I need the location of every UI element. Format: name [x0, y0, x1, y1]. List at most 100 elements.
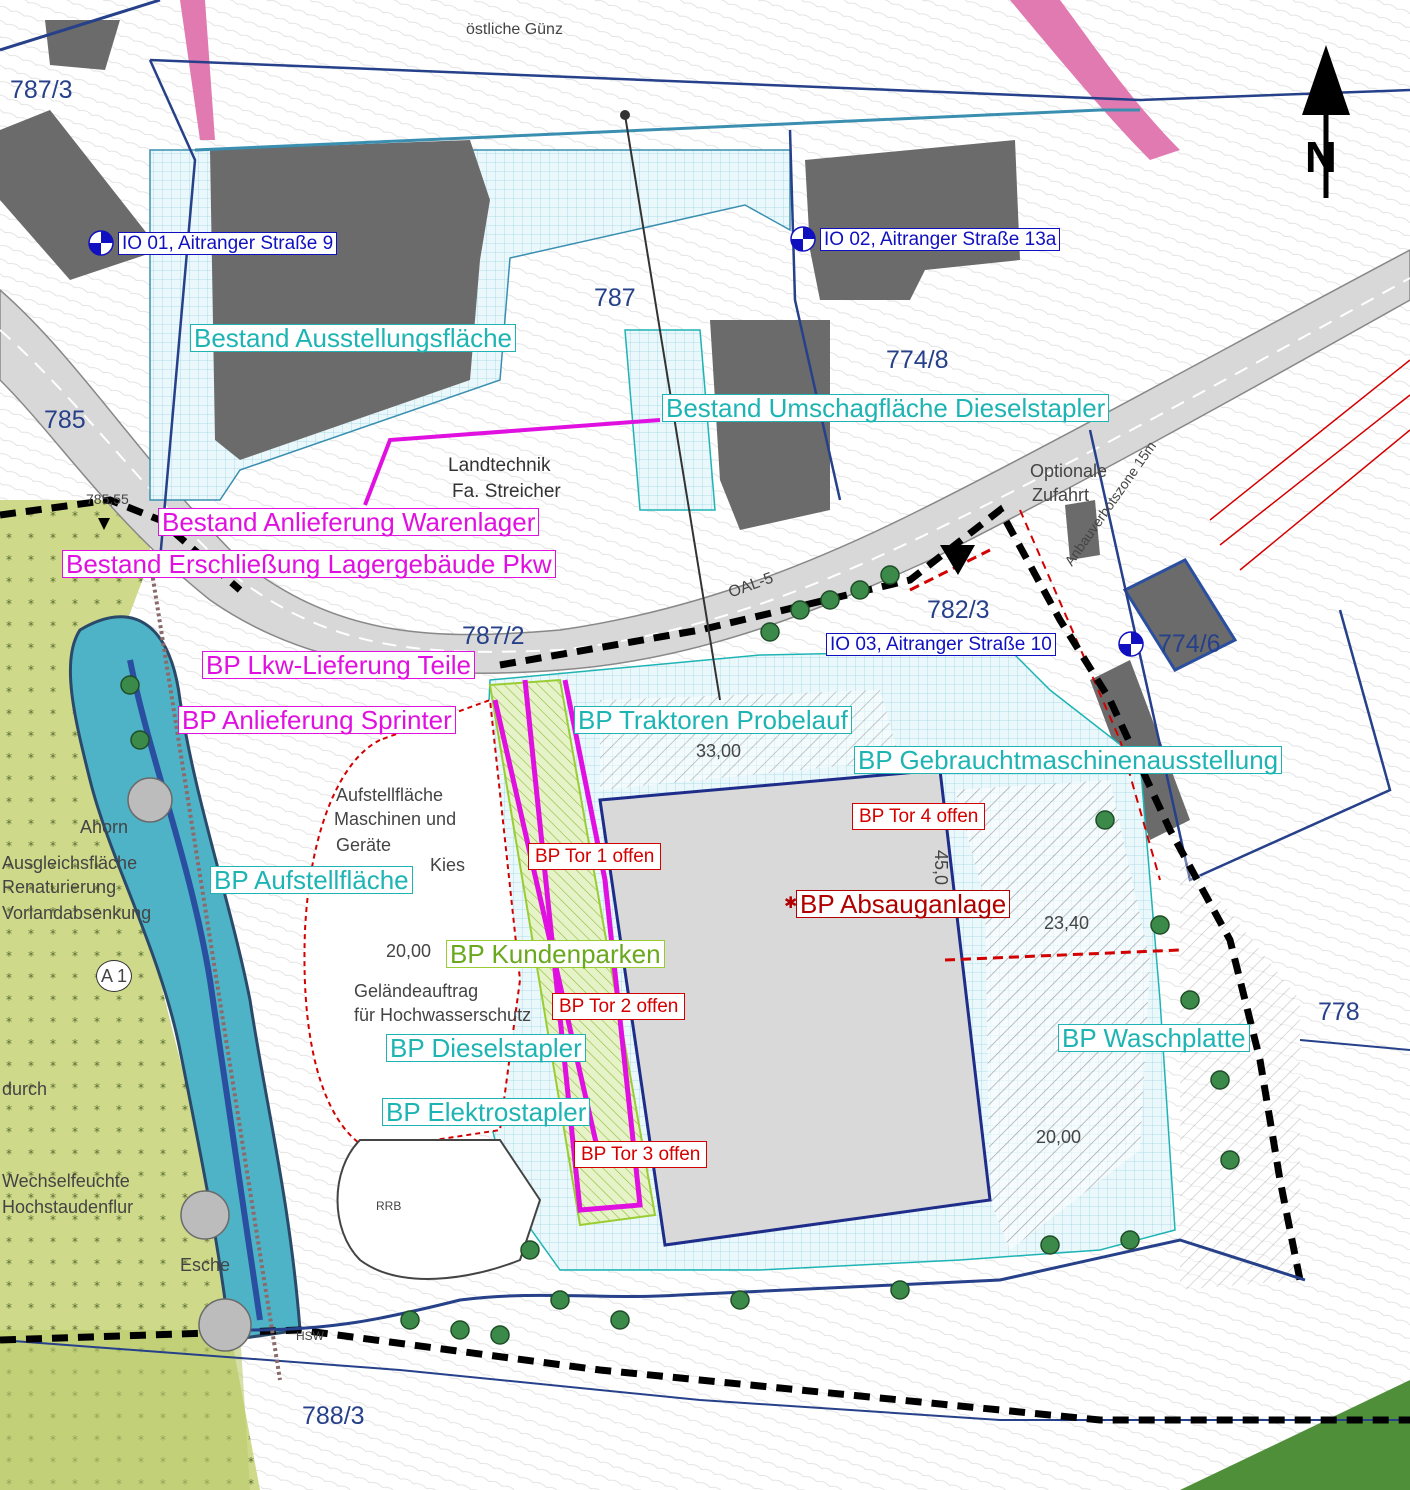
landtechnik-line1: Landtechnik — [448, 455, 551, 476]
parcel-785: 785 — [44, 406, 86, 434]
label-bp-traktoren: BP Traktoren Probelauf — [574, 706, 852, 734]
plot-boundary — [0, 0, 161, 52]
rail-lines — [1209, 359, 1410, 571]
existing-trees — [127, 777, 252, 1352]
landtechnik-line2: Fa. Streicher — [452, 481, 561, 502]
tree-ahorn: Ahorn — [80, 817, 129, 837]
parcel-787-3: 787/3 — [10, 76, 73, 104]
parcel-774-8: 774/8 — [886, 346, 949, 374]
survey-point — [620, 110, 630, 120]
bottom-forest — [1180, 1380, 1410, 1490]
meadow-lower — [0, 1330, 250, 1490]
receiver-io01-icon[interactable] — [88, 230, 114, 256]
building — [710, 320, 830, 530]
north-letter: N — [1305, 133, 1337, 182]
label-bp-dieselstapler: BP Dieselstapler — [386, 1034, 586, 1062]
label-bestand-erschliessung: Bestand Erschließung Lagergebäude Pkw — [62, 550, 556, 578]
plot-boundary-light — [194, 108, 1140, 152]
building — [45, 20, 120, 70]
label-bp-gebrauchtmaschinen: BP Gebrauchtmaschinenausstellung — [854, 746, 1283, 774]
optionale-line2: Zufahrt — [1032, 485, 1090, 505]
north-arrow[interactable] — [1302, 45, 1350, 198]
aufstell-line1: Aufstellfläche — [336, 785, 444, 805]
pink-road-left — [180, 0, 215, 140]
parcel-778: 778 — [1318, 998, 1360, 1026]
marker-a1: A 1 — [96, 960, 133, 992]
site-boundary-dashed — [499, 504, 1304, 1281]
label-bp-aufstellflaeche: BP Aufstellfläche — [210, 866, 413, 894]
plot-boundary — [0, 1339, 1410, 1421]
slope-hatching-east — [1180, 850, 1300, 1290]
plot-boundary — [148, 59, 197, 561]
retention-basin — [336, 1139, 542, 1280]
plot-boundary-south — [249, 1238, 1306, 1332]
absauganlage-point-icon: ✱ — [784, 895, 798, 912]
height-20-00-b: 20,00 — [1036, 1127, 1082, 1147]
wechsel-line2: Hochstaudenflur — [2, 1197, 134, 1217]
building-774-6 — [1122, 558, 1238, 672]
route-sprinter — [492, 699, 603, 1161]
plot-boundary — [1088, 429, 1392, 882]
label-bp-tor4: BP Tor 4 offen — [852, 803, 986, 830]
label-bestand-umschlagflaeche: Bestand Umschagfläche Dieselstapler — [662, 394, 1110, 422]
building — [1065, 500, 1100, 560]
label-bp-tor2: BP Tor 2 offen — [552, 993, 686, 1020]
building-landtechnik — [210, 140, 490, 460]
aufstell-line2: Maschinen und — [334, 809, 457, 829]
parcel-787: 787 — [594, 284, 636, 312]
height-23-40: 23,40 — [1044, 913, 1090, 933]
plot-boundary — [788, 129, 842, 501]
label-bp-tor3: BP Tor 3 offen — [574, 1141, 708, 1168]
durch-label: durch — [2, 1079, 48, 1099]
parcel-782-3: 782/3 — [927, 596, 990, 624]
label-bp-lkw: BP Lkw-Lieferung Teile — [202, 651, 475, 679]
label-bp-sprinter: BP Anlieferung Sprinter — [178, 706, 456, 734]
height-20-00-a: 20,00 — [386, 941, 432, 961]
receiver-io01-label: IO 01, Aitranger Straße 9 — [118, 232, 338, 255]
hsw-label: HSW — [296, 1329, 324, 1343]
red-dashed-line — [944, 948, 1181, 962]
parcel-774-6: 774/6 — [1158, 630, 1221, 658]
ausgleich-line2: Renaturierung — [2, 877, 117, 897]
meadow-area — [0, 500, 260, 1490]
gelaende-line2: für Hochwasserschutz — [354, 1005, 532, 1025]
tree-row — [120, 565, 1240, 1345]
receiver-io02-icon[interactable] — [790, 226, 816, 252]
aufstell-line3: Geräte — [336, 835, 392, 855]
creek-channel — [127, 659, 263, 1321]
plot-boundary — [1299, 1039, 1410, 1051]
label-bp-tor1: BP Tor 1 offen — [528, 843, 662, 870]
label-bp-kundenparken: BP Kundenparken — [446, 940, 665, 968]
receiver-io03-label: IO 03, Aitranger Straße 10 — [826, 633, 1056, 656]
pink-road — [1010, 0, 1180, 160]
planned-hall — [598, 768, 992, 1247]
height-45-0: 45,0 — [931, 850, 951, 886]
parcel-787-2: 787/2 — [462, 622, 525, 650]
label-bp-elektrostapler: BP Elektrostapler — [382, 1098, 591, 1126]
label-bestand-ausstellungsflaeche: Bestand Ausstellungsfläche — [190, 324, 516, 352]
wechsel-line1: Wechselfeuchte — [2, 1171, 130, 1191]
building — [805, 140, 1020, 300]
optionale-line1: Optionale — [1030, 461, 1108, 481]
ausgleich-line1: Ausgleichsfläche — [2, 853, 138, 873]
height-785-55: 785,55 — [86, 491, 129, 507]
ausgleich-line3: Vorlandabsenkung — [2, 903, 152, 923]
kies-label: Kies — [430, 855, 466, 875]
parcel-788-3: 788/3 — [302, 1402, 365, 1430]
receiver-io03-icon[interactable] — [1118, 631, 1144, 657]
gelaende-line1: Geländeauftrag — [354, 981, 479, 1001]
site-boundary-dashed-south — [0, 1326, 1410, 1424]
pipeline — [148, 559, 282, 1381]
route-lkw — [522, 679, 643, 1213]
receiver-io02-label: IO 02, Aitranger Straße 13a — [820, 228, 1061, 251]
access-marker — [98, 518, 110, 530]
rrb-label: RRB — [376, 1199, 402, 1213]
tree-esche: Esche — [180, 1255, 231, 1275]
access-marker — [940, 545, 975, 575]
label-bp-absauganlage: BP Absauganlage — [796, 890, 1011, 918]
river-name: östliche Günz — [466, 21, 563, 38]
label-bestand-anlieferung: Bestand Anlieferung Warenlager — [158, 508, 540, 536]
route-bestand-anlieferung — [363, 418, 661, 506]
label-bp-waschplatte: BP Waschplatte — [1058, 1024, 1250, 1052]
